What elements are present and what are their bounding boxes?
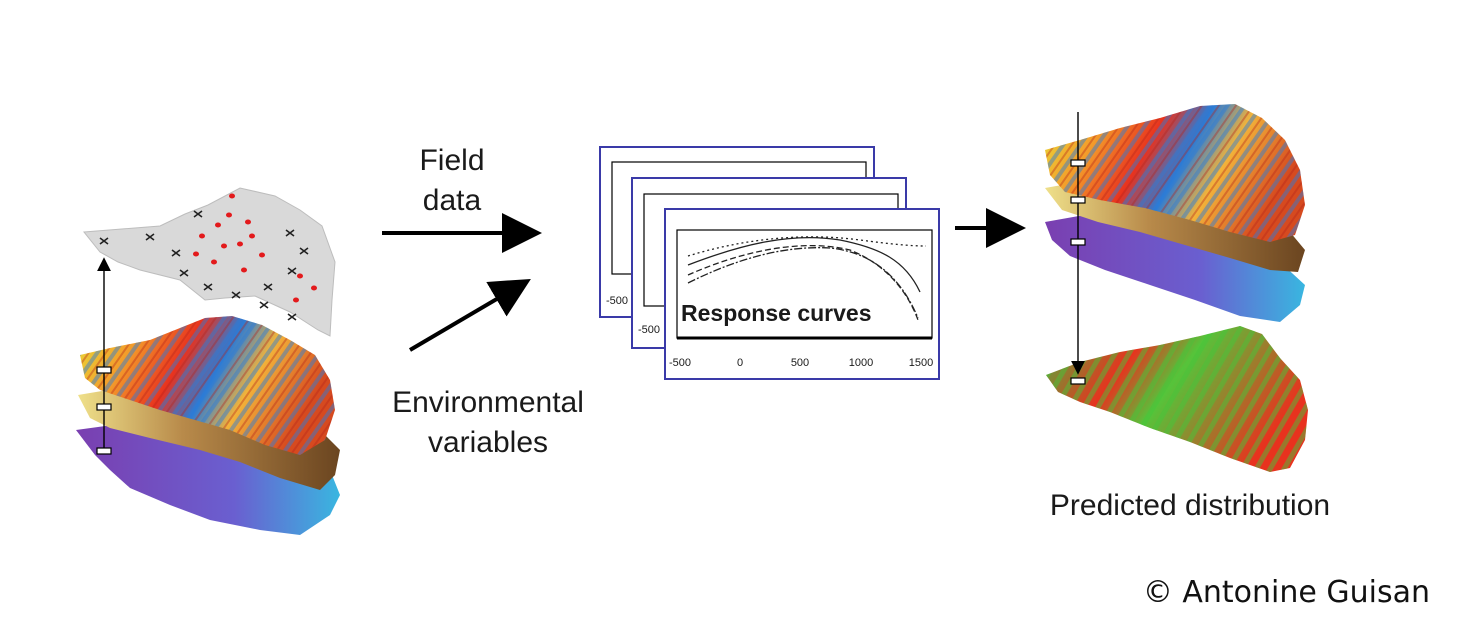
field-data-label-line2: data [423,184,482,217]
response-x-ticks: -500 0 500 1000 1500 [669,357,933,369]
out-layer-geology [1045,180,1305,272]
env-label-line2: variables [428,426,548,459]
response-curves-label: Response curves [681,300,871,326]
input-layers-stack [76,187,340,535]
output-layers-stack [1045,104,1308,472]
x-tick-4: 1500 [909,357,933,369]
env-label-line1: Environmental [392,386,584,419]
x-tick-0: -500 [669,357,691,369]
out-layer-elevation [1045,214,1305,322]
env-layer-geology [78,385,340,490]
response-curve-lines [687,236,927,321]
x-tick-3: 1000 [849,357,873,369]
response-panel-front: Response curves -500 0 500 1000 1500 [664,208,940,380]
back-panel-tick: -500 [606,295,628,307]
absence-points [99,210,309,321]
copyright-credit: © Antonine Guisan [1142,575,1430,610]
presence-points [193,193,317,303]
x-tick-2: 500 [791,357,809,369]
field-data-map [83,187,336,337]
environmental-arrow [408,278,531,352]
field-data-label-line1: Field [419,144,484,177]
response-curves-stack: -500 -500 Response curves -500 0 500 [599,146,940,380]
predicted-distribution-label: Predicted distribution [1050,489,1330,522]
middle-panel-tick: -500 [638,324,660,336]
x-tick-1: 0 [737,357,743,369]
